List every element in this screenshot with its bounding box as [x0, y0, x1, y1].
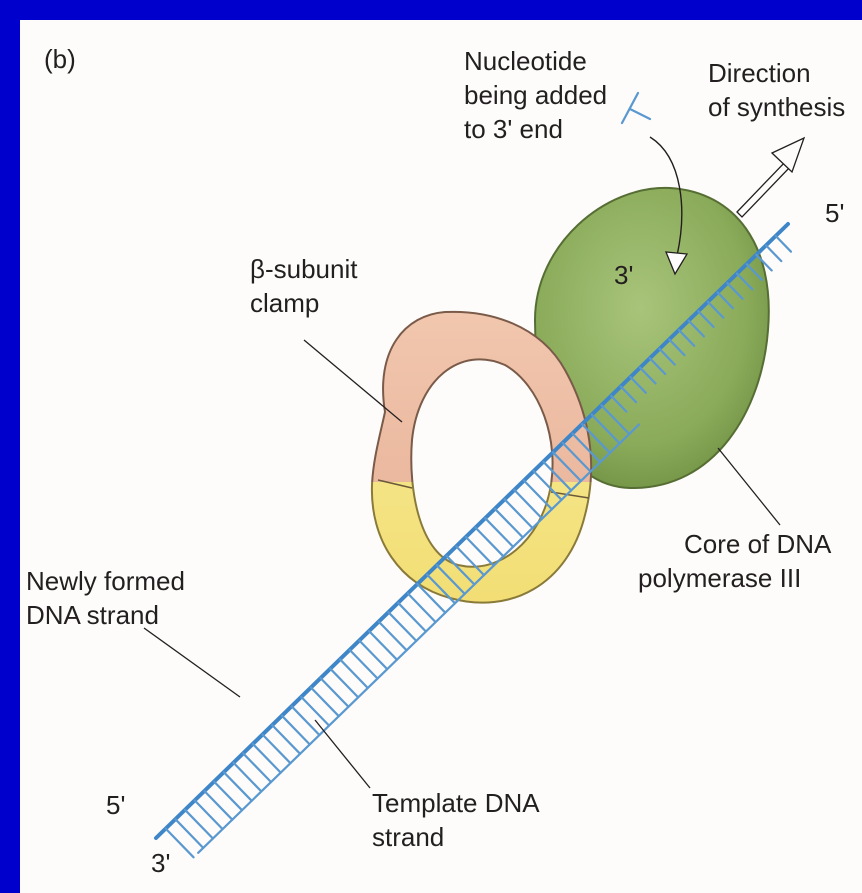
template-label-line1: Template DNA [372, 788, 540, 818]
dna-replication-diagram: (b) Nucleotide being added to 3' end [20, 20, 862, 893]
direction-label-line2: of synthesis [708, 92, 845, 122]
three-prime-bottom-label: 3' [151, 848, 170, 878]
new-strand-label: Newly formed DNA strand [26, 566, 185, 630]
core-label: Core of DNA polymerase III [638, 529, 832, 593]
template-label: Template DNA strand [372, 788, 540, 852]
template-base [776, 236, 791, 252]
five-prime-top-label: 5' [825, 198, 844, 228]
direction-label-line1: Direction [708, 58, 811, 88]
new-strand-label-line1: Newly formed [26, 566, 185, 596]
core-label-line2: polymerase III [638, 563, 801, 593]
template-leader [315, 720, 370, 788]
nucleotide-label-line1: Nucleotide [464, 46, 587, 76]
nucleotide-label: Nucleotide being added to 3' end [464, 46, 607, 144]
core-label-line1: Core of DNA [684, 529, 832, 559]
template-base [766, 245, 781, 261]
nucleotide-label-line3: to 3' end [464, 114, 563, 144]
new-strand-leader [144, 628, 240, 697]
panel-label: (b) [44, 44, 76, 74]
direction-arrow [737, 138, 804, 217]
nucleotide-label-line2: being added [464, 80, 607, 110]
incoming-nucleotide [622, 93, 650, 123]
core-leader [718, 448, 780, 525]
five-prime-bottom-label: 5' [106, 790, 125, 820]
clamp-label: β-subunit clamp [250, 254, 358, 318]
new-strand-label-line2: DNA strand [26, 600, 159, 630]
figure-panel: (b) Nucleotide being added to 3' end [20, 20, 862, 893]
clamp-label-line2: clamp [250, 288, 319, 318]
clamp-label-line1: β-subunit [250, 254, 358, 284]
direction-label: Direction of synthesis [708, 58, 845, 122]
template-label-line2: strand [372, 822, 444, 852]
three-prime-polymerase-label: 3' [614, 260, 633, 290]
